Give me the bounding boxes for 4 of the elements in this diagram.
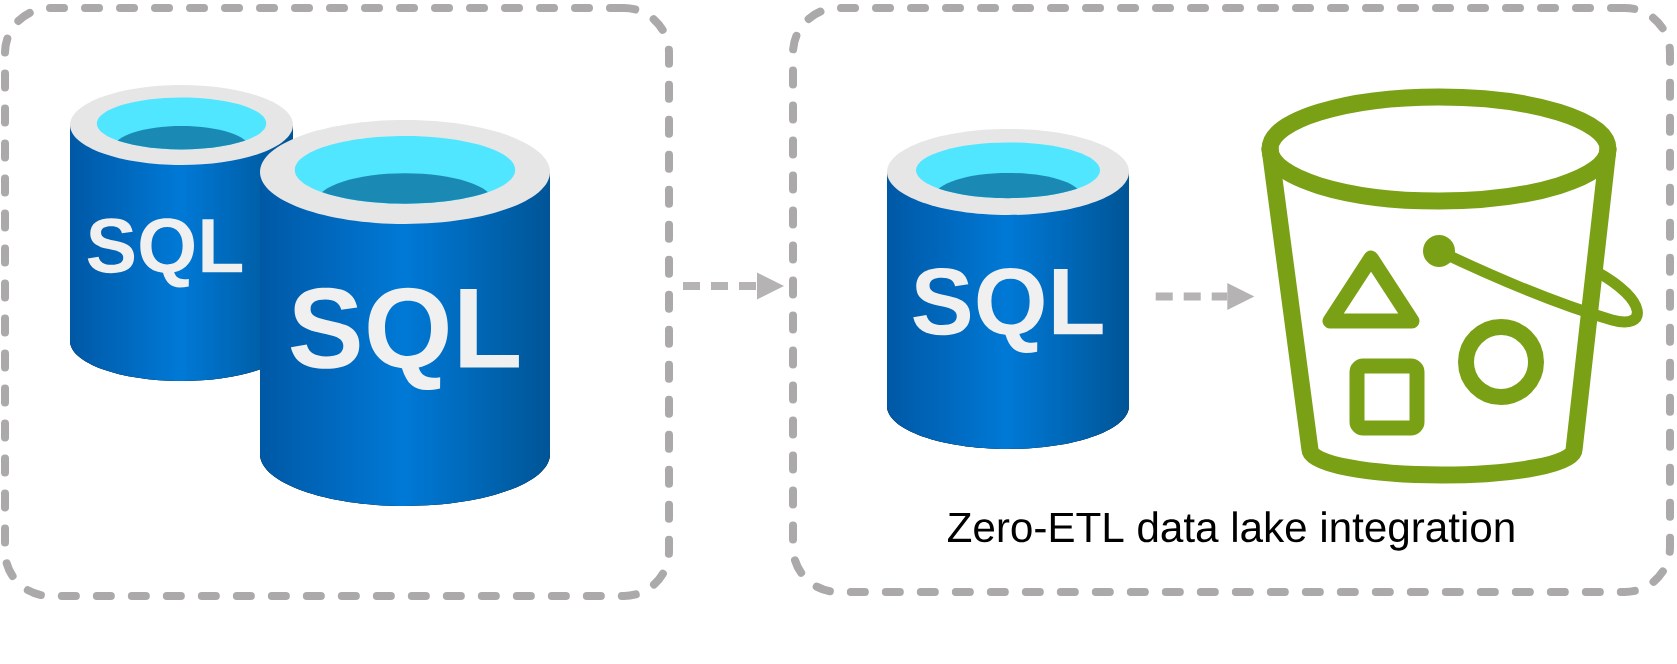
bucket-icon <box>1261 88 1643 484</box>
database-cylinder: SQL <box>887 129 1129 449</box>
dashed-group-box <box>1 4 673 600</box>
database-cylinder: SQL <box>260 120 550 506</box>
